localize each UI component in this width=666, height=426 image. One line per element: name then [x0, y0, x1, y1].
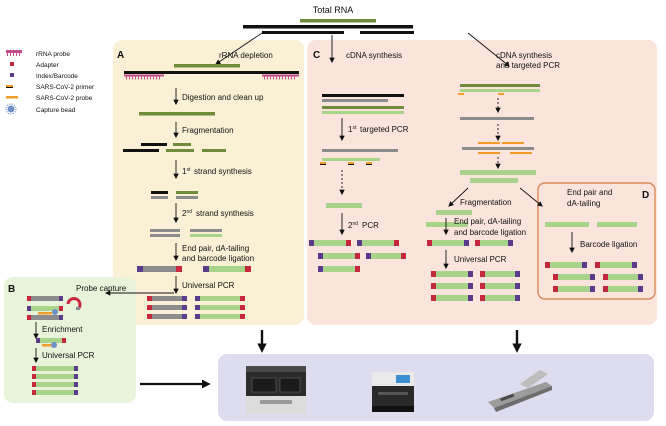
- panel-a-rrna-probe-hybrid: [124, 64, 299, 80]
- magnet-icon: [66, 297, 82, 311]
- panel-c-step-second-pcr: PCR: [362, 221, 379, 230]
- panel-c-ligated: [427, 240, 513, 246]
- panel-c-step-fragmentation: Fragmentation: [460, 198, 512, 207]
- panel-d-barcoded: [545, 262, 643, 292]
- rrna-probe-icon: [6, 50, 22, 56]
- panel-b-captured-fragments: [27, 296, 63, 320]
- panel-a-second-strand: [150, 229, 222, 237]
- panel-a-ligated-fragments: [137, 266, 251, 272]
- panel-c-step-end-pair: End pair, dA-tailing: [454, 217, 521, 226]
- panel-a-pcr-products: [147, 296, 245, 319]
- panel-a-sup-2: 2nd: [182, 209, 192, 218]
- panel-a-fragments: [123, 143, 226, 152]
- total-rna-strands: [243, 19, 414, 34]
- arrow-to-targeted-pcr: [467, 32, 510, 67]
- capture-bead-icon: [5, 103, 17, 115]
- panel-c-fragments: [426, 210, 472, 227]
- panel-c-primer-binding: [320, 149, 398, 165]
- panel-c-letter: C: [313, 50, 320, 61]
- legend-label-barcode: Index/Barcode: [36, 73, 78, 80]
- panel-c-arrow-to-panel-d: [519, 187, 543, 207]
- panel-d-step-end-pair: End pair and: [567, 188, 612, 197]
- panel-b-letter: B: [8, 284, 15, 295]
- nanopore-flowcell-icon: [488, 370, 552, 412]
- panel-d-letter: D: [642, 190, 649, 201]
- panel-b-pcr-products: [32, 366, 78, 395]
- panel-a-step-first-strand: strand synthesis: [194, 167, 252, 176]
- panel-a-sup-1: 1st: [182, 167, 191, 176]
- panel-c-left-sup-2: 2nd: [348, 221, 358, 230]
- sequencer-a-icon: [246, 366, 306, 414]
- panel-c-step-targeted-pcr: targeted PCR: [360, 125, 409, 134]
- panel-b-step-probe-capture: Probe capture: [76, 284, 127, 293]
- panel-a-step-fragmentation: Fragmentation: [182, 126, 234, 135]
- panel-a-letter: A: [117, 50, 124, 61]
- panel-c-left-pcr-products: [309, 240, 406, 272]
- panel-c-right-header-2: and targeted PCR: [496, 61, 560, 70]
- panel-c-right-multiplex: [462, 142, 534, 154]
- legend-label-adapter: Adapter: [36, 62, 60, 69]
- panel-a-step-end-pair: End pair, dA-tailing: [182, 244, 249, 253]
- panel-c-step-barcode: and barcode ligation: [454, 228, 526, 237]
- arrow-to-rrna-depletion: [215, 32, 263, 65]
- panel-c-right-cdna: [458, 84, 540, 95]
- panel-a-step-digestion: Digestion and clean up: [182, 93, 264, 102]
- panel-a-header: rRNA depletion: [219, 51, 273, 60]
- panel-b-step-enrichment: Enrichment: [42, 325, 83, 334]
- panel-c-step-universal-pcr: Universal PCR: [454, 255, 507, 264]
- legend-label-primer: SARS-CoV-2 primer: [36, 84, 95, 91]
- panel-c-cdna-strands: [322, 94, 404, 114]
- panel-c-right-template: [460, 117, 534, 120]
- panel-b-enriched-fragment: [36, 338, 66, 348]
- panel-c-right-pcr-products: [431, 271, 520, 301]
- panel-a-first-strand: [151, 191, 198, 199]
- primer-icon: [6, 85, 13, 88]
- panel-c-right-header: cDNA synthesis: [496, 51, 552, 60]
- panel-d-amplicons: [545, 222, 637, 227]
- legend-label-probe: SARS-CoV-2 probe: [36, 95, 93, 102]
- panel-a-step-second-strand: strand synthesis: [196, 209, 254, 218]
- panel-a-digested-rna: [139, 112, 215, 116]
- legend-label-capture-bead: Capture bead: [36, 107, 76, 114]
- panel-d-step-barcode-ligation: Barcode ligation: [580, 240, 637, 249]
- panel-c-left-header: cDNA synthesis: [346, 51, 402, 60]
- panel-c-left-sup-1: 1st: [348, 125, 357, 134]
- panel-c-amplicon: [326, 203, 362, 208]
- panel-a-background: [113, 40, 304, 325]
- panel-a-step-barcode: and barcode ligation: [182, 254, 254, 263]
- sequencer-b-icon: [372, 372, 414, 412]
- panel-a-step-universal-pcr: Universal PCR: [182, 281, 235, 290]
- barcode-icon: [10, 73, 14, 77]
- panel-c-arrow-to-fragmentation: [448, 187, 469, 207]
- legend: rRNA probe Adapter Index/Barcode SARS-Co…: [5, 50, 95, 115]
- panel-b-step-universal-pcr: Universal PCR: [42, 351, 95, 360]
- panel-output-background: [218, 354, 654, 421]
- legend-label-rrna-probe: rRNA probe: [36, 51, 70, 58]
- panel-c-right-amplicons: [460, 170, 536, 183]
- probe-icon: [6, 96, 18, 99]
- panel-d-border: [537, 182, 656, 300]
- panel-d-step-datailing: dA-tailing: [567, 199, 600, 208]
- adapter-icon: [10, 62, 14, 66]
- total-rna-title: Total RNA: [313, 5, 354, 15]
